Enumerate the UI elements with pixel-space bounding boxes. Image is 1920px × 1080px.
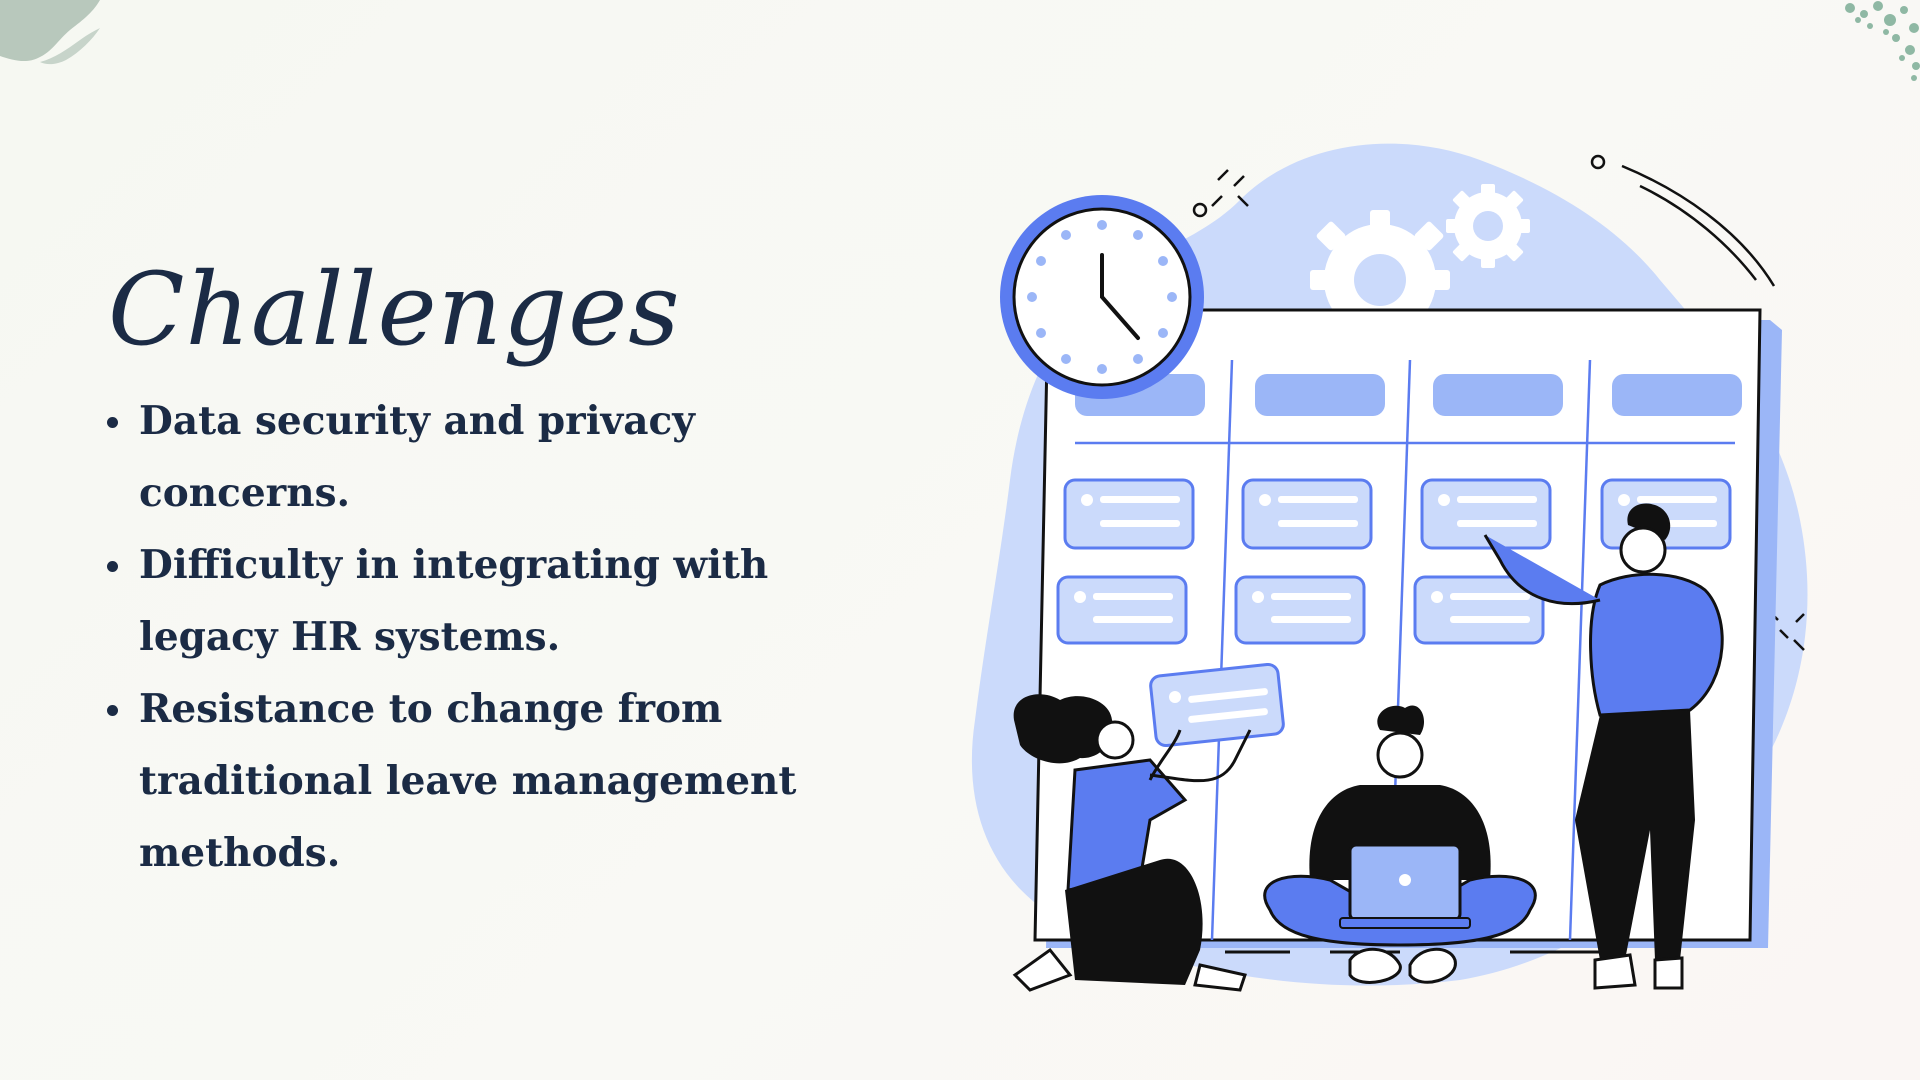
bullet-list: Data security and privacy concerns. Diff… [104, 385, 804, 889]
bullet-text: Difficulty in integrating with legacy HR… [139, 542, 769, 660]
bullet-item: Resistance to change from traditional le… [104, 673, 804, 889]
bullet-dot [107, 705, 118, 716]
corner-brush-decoration-right [1845, 1, 1920, 81]
bullet-text: Resistance to change from traditional le… [139, 686, 797, 876]
gear-icon [1446, 184, 1530, 268]
bullet-dot [107, 561, 118, 572]
team-kanban-illustration [971, 143, 1808, 992]
clock-icon [1000, 195, 1204, 399]
person-sitting [1263, 705, 1537, 984]
corner-brush-decoration [0, 0, 100, 65]
bullet-item: Data security and privacy concerns. [104, 385, 804, 529]
sparkle-icon [1192, 154, 1805, 651]
bullet-item: Difficulty in integrating with legacy HR… [104, 529, 804, 673]
slide-title: Challenges [108, 251, 681, 368]
bullet-text: Data security and privacy concerns. [139, 398, 695, 516]
person-standing [1483, 503, 1724, 990]
person-kneeling [1012, 662, 1285, 992]
bullet-dot [107, 417, 118, 428]
